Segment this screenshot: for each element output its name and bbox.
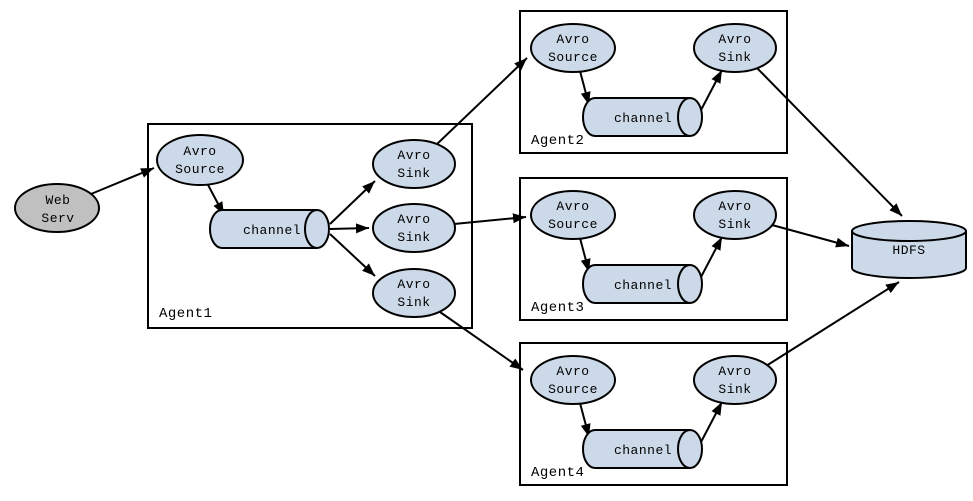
agent1-channel-cylinder [209,209,330,249]
agent1-channel-label: channel [243,223,301,238]
agent4-avro-source-ellipse [530,355,616,405]
edge-agent2-channel-to-sink [700,69,723,111]
agent3-channel-cap-arc [677,264,691,304]
edge-agent3-source-to-channel [579,237,591,273]
agent1-sink3-label-line2: Sink [397,295,430,310]
edge-agent1-sink1-to-agent2-source [435,57,528,146]
agent3-label: Agent3 [531,300,584,316]
agent4-avro-sink-ellipse [693,355,777,405]
agent4-channel-cylinder [582,429,703,469]
agent1-sink2-label-line1: Avro [397,212,430,227]
agent2-sink-label-line1: Avro [718,32,751,47]
agent1-box [147,123,473,329]
agent3-group: Agent3 Avro Source channel Avro Sink [519,177,788,321]
hdfs-cylinder [851,220,967,279]
agent2-source-label-line2: Source [548,50,598,65]
agent3-avro-sink-ellipse [693,190,777,240]
agent1-sink1-label-line2: Sink [397,166,430,181]
agent3-sink-label-line2: Sink [718,217,751,232]
agent1-sink1-label-line1: Avro [397,148,430,163]
agent2-channel-cap-arc [677,97,691,137]
agent4-group: Agent4 Avro Source channel Avro Sink [519,342,788,486]
edge-agent4-channel-to-sink [700,401,723,443]
edge-agent2-source-to-channel [579,70,591,106]
agent3-channel-cylinder [582,264,703,304]
agent3-source-label-line2: Source [548,217,598,232]
agent1-source-label-line1: Avro [183,144,216,159]
agent2-channel-label: channel [614,111,672,126]
agent2-channel-cylinder [582,97,703,137]
web-server-node: Web Serv [14,183,100,233]
agent4-source-label-line2: Source [548,382,598,397]
web-server-label-line1: Web [46,193,71,208]
agent4-sink-label-line2: Sink [718,382,751,397]
agent1-channel-cap-arc [304,209,318,249]
hdfs-label: HDFS [892,243,925,258]
agent1-label: Agent1 [159,306,212,322]
agent1-avro-source-ellipse [156,134,244,186]
agent1-avro-sink2-ellipse [372,203,456,253]
web-server-label-line2: Serv [41,211,74,226]
agent1-sink2-label-line2: Sink [397,230,430,245]
agent2-avro-sink-ellipse [693,23,777,73]
edge-agent2-sink-to-hdfs [756,67,903,217]
edge-agent1-channel-to-sink2 [329,223,370,234]
agent2-avro-source-ellipse [530,23,616,73]
edge-agent3-channel-to-sink [700,236,723,278]
agent1-sink3-label-line1: Avro [397,277,430,292]
edge-agent4-sink-to-hdfs [765,281,900,367]
agent3-channel-label: channel [614,278,672,293]
edge-webserv-to-agent1-source [90,167,155,195]
agent1-avro-sink1-ellipse [372,139,456,189]
agent2-source-label-line1: Avro [556,32,589,47]
agent1-avro-sink3-ellipse [372,268,456,318]
edge-agent4-source-to-channel [579,402,591,438]
agent2-group: Agent2 Avro Source channel Avro Sink [519,10,788,154]
agent4-channel-cap-arc [677,429,691,469]
agent4-channel-label: channel [614,443,672,458]
agent3-avro-source-ellipse [530,190,616,240]
agent2-label: Agent2 [531,133,584,149]
agent4-label: Agent4 [531,465,584,481]
agent2-box [519,10,788,154]
agent4-sink-label-line1: Avro [718,364,751,379]
agent3-source-label-line1: Avro [556,199,589,214]
agent1-source-label-line2: Source [175,162,225,177]
agent1-group: Agent1 Avro Source channel Avro Sink Avr… [147,123,473,329]
agent3-box [519,177,788,321]
hdfs-node: HDFS [851,220,967,279]
edge-agent1-channel-to-sink1 [329,180,376,225]
hdfs-top-ellipse-arc [851,230,967,242]
edge-agent1-sink3-to-agent4-source [439,311,524,371]
web-server-ellipse [14,183,100,233]
agent3-sink-label-line1: Avro [718,199,751,214]
agent2-sink-label-line2: Sink [718,50,751,65]
edge-agent3-sink-to-hdfs [771,224,850,248]
agent4-box [519,342,788,486]
edge-agent1-channel-to-sink3 [329,233,376,277]
agent4-source-label-line1: Avro [556,364,589,379]
edge-agent1-sink2-to-agent3-source [453,213,527,225]
